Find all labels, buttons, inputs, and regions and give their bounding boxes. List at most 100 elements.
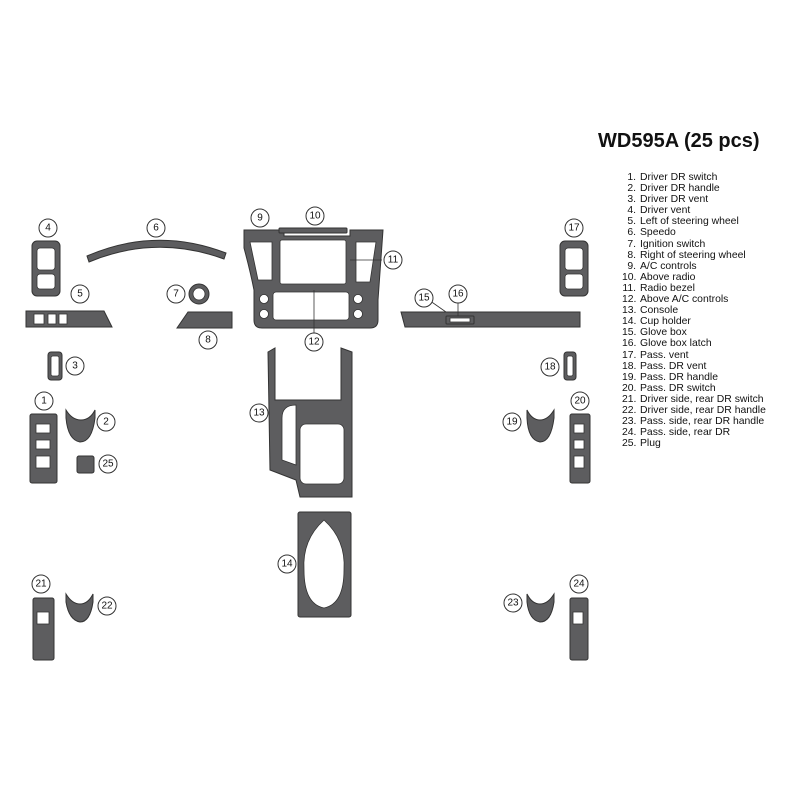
callout-circle (70, 284, 90, 304)
legend-item-number: 5. (627, 216, 636, 228)
callout-number: 17 (568, 223, 580, 234)
legend-item: 8.Right of steering wheel (622, 250, 766, 261)
callout-number: 10 (309, 211, 321, 222)
piece-driver-dr-vent (47, 351, 63, 381)
piece-pass-side-rear-dr-handle (526, 592, 555, 623)
legend-item: 3.Driver DR vent (622, 194, 766, 205)
legend-item: 25.Plug (622, 438, 766, 449)
legend-item-label: Above radio (640, 271, 696, 283)
callout-circle (96, 412, 116, 432)
legend-item-number: 13. (622, 305, 637, 317)
legend-item-number: 15. (622, 327, 637, 339)
callout-number: 19 (506, 417, 518, 428)
callout-number: 9 (257, 213, 263, 224)
legend-item: 11. Radio bezel (622, 283, 766, 294)
legend-item-number: 11. (622, 282, 636, 294)
callout-circle (502, 412, 522, 432)
callout-15: 15 (414, 288, 434, 308)
legend-item-number: 14. (622, 316, 637, 328)
piece-right-of-steering-wheel (176, 311, 233, 329)
callout-7: 7 (166, 284, 186, 304)
callout-20: 20 (570, 391, 590, 411)
callout-circle (503, 593, 523, 613)
legend-item-label: Pass. side, rear DR handle (640, 416, 765, 428)
legend-item-label: Pass. DR vent (640, 360, 707, 372)
callout-circle (277, 554, 297, 574)
legend-item-label: A/C controls (640, 260, 697, 272)
callout-circle (383, 250, 403, 270)
legend-item: 9. A/C controls (622, 261, 766, 272)
legend-item-label: Speedo (640, 227, 676, 239)
callout-23: 23 (503, 593, 523, 613)
callout-number: 8 (205, 335, 211, 346)
legend-item-label: Plug (640, 438, 661, 450)
legend-item: 10.Above radio (622, 272, 766, 283)
legend-item: 13.Console (622, 305, 766, 316)
piece-driver-side-rear-dr-switch (32, 597, 55, 661)
piece-center-stack (243, 229, 384, 329)
piece-driver-dr-switch (29, 413, 58, 484)
legend-item: 4.Driver vent (622, 205, 766, 216)
legend-item-number: 17. (622, 349, 637, 361)
legend-item-number: 12. (622, 294, 637, 306)
callout-number: 22 (101, 601, 113, 612)
callout-number: 7 (173, 289, 179, 300)
callout-number: 5 (77, 289, 83, 300)
callout-24: 24 (569, 574, 589, 594)
legend-item-label: Radio bezel (640, 282, 695, 294)
callout-number: 24 (573, 579, 585, 590)
legend-item: 19.Pass. DR handle (622, 372, 766, 383)
piece-ignition-switch (188, 283, 210, 305)
callout-12: 12 (304, 332, 324, 352)
legend-item-label: Glove box latch (640, 338, 712, 350)
callout-circle (249, 403, 269, 423)
legend-item-number: 23. (622, 416, 637, 428)
callout-circle (65, 356, 85, 376)
piece-driver-dr-handle (65, 408, 96, 443)
callout-8: 8 (198, 330, 218, 350)
callout-number: 11 (388, 255, 399, 266)
callout-circle (38, 218, 58, 238)
piece-pass-dr-vent (563, 351, 577, 381)
callout-10: 10 (305, 206, 325, 226)
legend-item: 22.Driver side, rear DR handle (622, 405, 766, 416)
callout-circle (540, 357, 560, 377)
legend-item-label: Driver vent (640, 205, 691, 217)
callout-number: 18 (544, 362, 556, 373)
callout-circle (570, 391, 590, 411)
callout-number: 15 (418, 293, 430, 304)
piece-pass-vent (559, 240, 589, 297)
callout-number: 6 (153, 223, 159, 234)
callout-number: 25 (102, 459, 114, 470)
legend-item: 15.Glove box (622, 327, 766, 338)
callout-6: 6 (146, 218, 166, 238)
piece-glove-box (400, 311, 581, 328)
legend-item: 6.Speedo (622, 227, 766, 238)
legend-item: 21.Driver side, rear DR switch (622, 394, 766, 405)
legend-item-label: Cup holder (640, 316, 691, 328)
legend-item-number: 20. (622, 382, 637, 394)
callout-circle (304, 332, 324, 352)
legend-item-label: Driver side, rear DR switch (640, 393, 764, 405)
legend-item-number: 22. (622, 404, 637, 416)
callout-circle (198, 330, 218, 350)
callout-25: 25 (98, 454, 118, 474)
callout-circle (250, 208, 270, 228)
legend-item: 1.Driver DR switch (622, 172, 766, 183)
legend-item-number: 9. (627, 260, 636, 272)
callout-circle (166, 284, 186, 304)
callout-19: 19 (502, 412, 522, 432)
legend-item-label: Pass. side, rear DR (640, 427, 731, 439)
legend-item: 2.Driver DR handle (622, 183, 766, 194)
callout-2: 2 (96, 412, 116, 432)
legend-item-label: Driver DR switch (640, 172, 718, 183)
piece-pass-dr-switch (569, 413, 591, 484)
callout-number: 21 (35, 579, 47, 590)
callout-circle (146, 218, 166, 238)
legend-item-number: 19. (622, 371, 637, 383)
piece-driver-side-rear-dr-handle (65, 592, 94, 623)
piece-above-radio (278, 227, 348, 234)
legend-item: 18.Pass. DR vent (622, 361, 766, 372)
